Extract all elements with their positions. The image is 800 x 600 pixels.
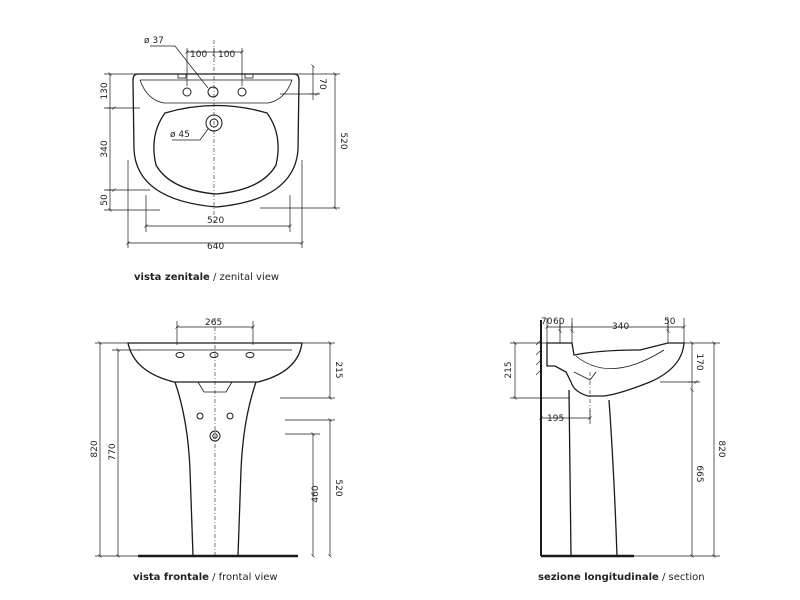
dim-section-right-total: 820 (716, 440, 726, 457)
dim-right-spacing: 100 (218, 50, 235, 60)
dim-section-top-c: 340 (612, 322, 629, 332)
dim-front-total-height: 820 (90, 440, 100, 457)
dim-front-pipe-height: 520 (333, 479, 343, 496)
dim-section-right-upper: 170 (694, 353, 704, 370)
basin-deck (139, 79, 293, 104)
dim-tap-hole: ø 37 (144, 36, 164, 46)
dim-front-rim-height: 770 (108, 443, 118, 460)
dim-drain: ø 45 (170, 130, 190, 140)
dim-left-upper: 130 (100, 82, 110, 99)
dim-section-right-lower: 665 (694, 465, 704, 482)
dim-left-mid: 340 (100, 140, 110, 157)
dim-left-low: 50 (100, 194, 110, 206)
front-view: 265 820 770 215 520 460 vista frontale /… (90, 318, 343, 583)
dim-section-left-bowl: 215 (504, 361, 514, 378)
dim-section-waste-offset: 195 (547, 414, 564, 424)
dim-outer-width: 640 (207, 242, 224, 252)
fixing-slot-left (177, 73, 187, 79)
tap-hole-center (207, 86, 219, 98)
front-fixing-right (226, 412, 234, 420)
dim-front-top-width: 265 (205, 318, 222, 328)
dim-left-spacing: 100 (190, 50, 207, 60)
dim-section-top-a: 70 (541, 317, 553, 327)
section-pedestal (568, 389, 618, 557)
dim-depth: 520 (338, 132, 348, 149)
section-view: 70 60 340 50 215 195 170 665 820 sezione… (504, 317, 726, 583)
section-wall-hatch (535, 339, 542, 376)
top-view: 100 100 ø 37 ø 45 130 340 50 70 520 (100, 36, 348, 283)
fixing-slot-right (244, 73, 254, 79)
caption-top-view: vista zenitale / zenital view (134, 272, 279, 283)
front-basin (127, 342, 303, 383)
tap-hole-left (182, 87, 192, 97)
basin-top-outline (132, 73, 300, 208)
front-fixing-left (196, 412, 204, 420)
caption-section-view: sezione longitudinale / section (538, 572, 705, 583)
tap-hole-right (237, 87, 247, 97)
section-basin-profile (546, 342, 685, 397)
dim-right-top: 70 (317, 78, 327, 90)
dim-front-waste-height: 460 (311, 485, 321, 502)
basin-bowl (153, 104, 279, 195)
dim-section-top-b: 60 (553, 317, 565, 327)
dim-front-bowl-height: 215 (333, 361, 343, 378)
dim-section-top-d: 50 (664, 317, 676, 327)
dim-inner-width: 520 (207, 216, 224, 226)
caption-front-view: vista frontale / frontal view (133, 572, 278, 583)
front-pedestal (174, 381, 257, 557)
